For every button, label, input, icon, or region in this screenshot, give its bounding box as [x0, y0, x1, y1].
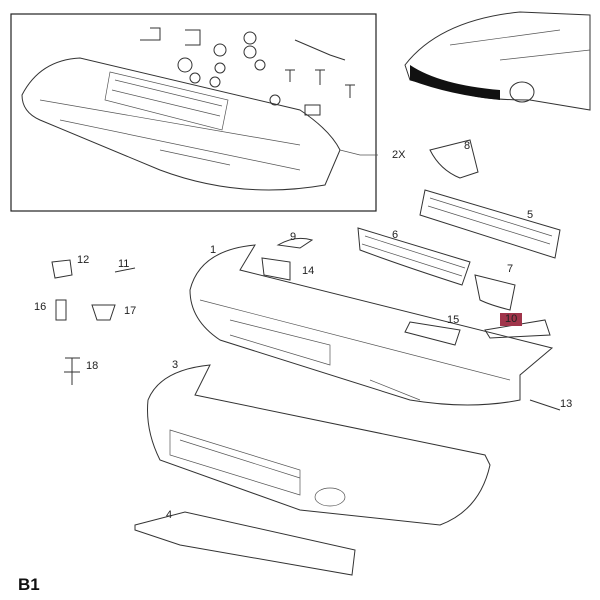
callout-18[interactable]: 18 [86, 360, 99, 372]
car-thumbnail [404, 11, 591, 111]
part-13-drawing [529, 399, 561, 411]
part-10-drawing [484, 319, 551, 339]
part-9-drawing [276, 237, 314, 249]
callout-7[interactable]: 7 [507, 263, 514, 275]
part-17-drawing [91, 304, 116, 321]
part-6-drawing [357, 227, 471, 286]
callout-3[interactable]: 3 [172, 359, 179, 371]
callout-16[interactable]: 16 [34, 301, 47, 313]
part-5-drawing [419, 189, 561, 259]
part-1-bumper-drawing [189, 244, 554, 406]
callout-1[interactable]: 1 [210, 244, 217, 256]
part-4-drawing [134, 511, 356, 576]
callout-8[interactable]: 8 [464, 140, 471, 152]
part-16-drawing [55, 299, 67, 321]
callout-17[interactable]: 17 [124, 305, 137, 317]
callout-10-selected[interactable]: 10 [500, 313, 523, 326]
page-label: B1 [18, 575, 40, 594]
inset-frame [10, 13, 377, 212]
callout-inset-qty: 2X [392, 149, 406, 161]
callout-4[interactable]: 4 [166, 509, 173, 521]
part-18-drawing [64, 357, 80, 385]
part-14-drawing [261, 257, 291, 281]
inset-bumper-drawing [21, 57, 341, 191]
callout-11[interactable]: 11 [118, 258, 130, 270]
part-11-drawing [114, 267, 136, 273]
callout-5[interactable]: 5 [527, 209, 534, 221]
part-8-drawing [429, 139, 479, 179]
callout-15[interactable]: 15 [447, 314, 460, 326]
callout-14[interactable]: 14 [302, 265, 315, 277]
inset-fasteners [140, 27, 355, 116]
callout-13[interactable]: 13 [560, 398, 573, 410]
callout-9[interactable]: 9 [290, 231, 297, 243]
callout-6[interactable]: 6 [392, 229, 399, 241]
callout-12[interactable]: 12 [77, 254, 90, 266]
part-15-drawing [404, 321, 461, 346]
part-12-drawing [51, 259, 73, 279]
part-3-bumper-drawing [147, 364, 491, 526]
part-7-drawing [474, 274, 516, 311]
